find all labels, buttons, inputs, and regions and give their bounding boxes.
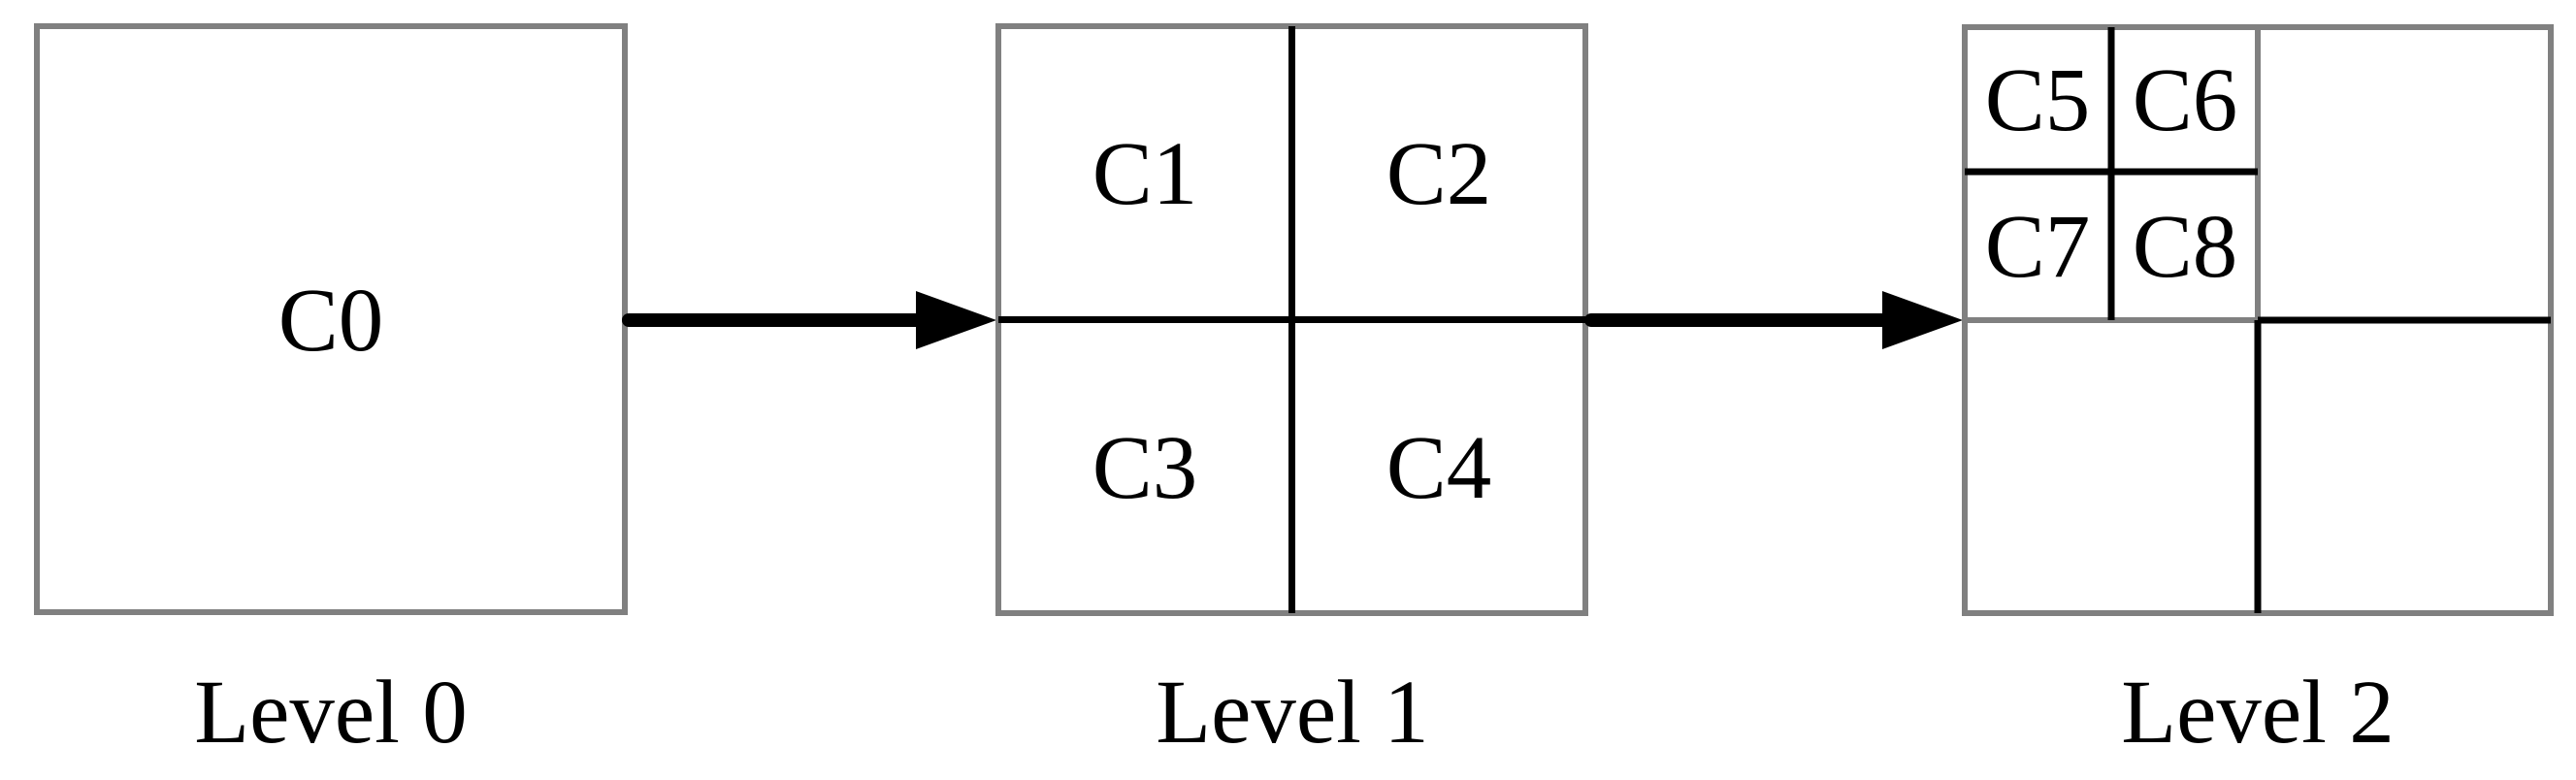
arrow-head xyxy=(916,291,996,349)
cell-label-c8: C8 xyxy=(2133,197,2238,297)
cell-label-c1: C1 xyxy=(1092,124,1198,224)
cell-label-c5: C5 xyxy=(1985,50,2091,150)
level-0-caption: Level 0 xyxy=(194,663,467,763)
level-2-group: C5 C6 C7 C8 Level 2 xyxy=(1962,24,2554,763)
level-1-group: C1 C2 C3 C4 Level 1 xyxy=(995,23,1588,763)
level-2-caption: Level 2 xyxy=(2121,663,2394,763)
arrow-head xyxy=(1882,291,1963,349)
cell-label-c2: C2 xyxy=(1386,124,1492,224)
arrow-right-icon xyxy=(1584,291,1963,349)
cell-label-c0: C0 xyxy=(278,271,384,371)
cell-label-c6: C6 xyxy=(2133,50,2238,150)
cell-label-c7: C7 xyxy=(1985,197,2091,297)
cell-label-c3: C3 xyxy=(1092,418,1198,518)
level-1-caption: Level 1 xyxy=(1156,663,1428,763)
cell-label-c4: C4 xyxy=(1386,418,1492,518)
arrow-right-icon xyxy=(622,291,996,349)
level-0-group: C0 Level 0 xyxy=(34,23,628,763)
level-0-cell-box xyxy=(34,23,628,615)
